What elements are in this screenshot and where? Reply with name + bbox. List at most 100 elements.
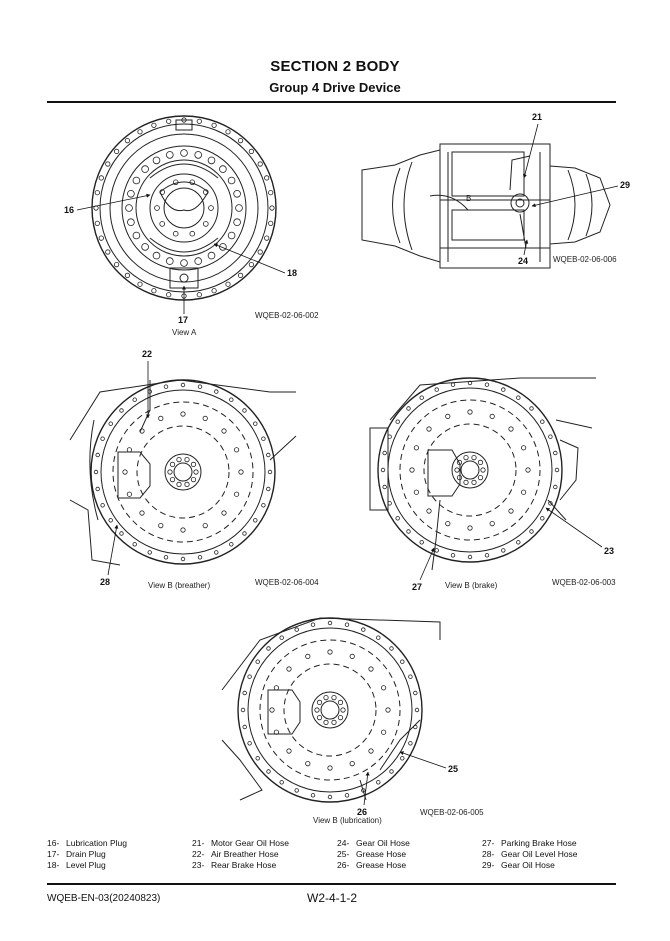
- view-b-breather-code: WQEB-02-06-004: [255, 578, 319, 587]
- bolt-hole: [114, 148, 120, 154]
- bolt-hole: [114, 261, 120, 268]
- bolt-hole: [208, 205, 214, 211]
- bolt-hole: [269, 707, 275, 713]
- bolt-hole: [124, 138, 131, 144]
- bolt-hole: [169, 476, 176, 483]
- bolt-hole: [242, 408, 247, 413]
- callout-21: 21: [532, 112, 542, 122]
- bolt-hole: [376, 635, 381, 640]
- bolt-hole: [132, 231, 141, 240]
- bolt-hole: [261, 436, 266, 441]
- bolt-hole: [197, 384, 203, 389]
- bolt-hole: [261, 503, 266, 508]
- view-a-code: WQEB-02-06-002: [255, 311, 319, 320]
- bolt-hole: [273, 685, 279, 691]
- legend-item: 23-Rear Brake Hose: [192, 860, 277, 870]
- bolt-hole: [426, 508, 432, 514]
- bolt-hole: [207, 156, 216, 165]
- bolt-hole: [368, 666, 374, 672]
- bolt-hole: [323, 719, 329, 726]
- bolt-hole: [242, 690, 247, 696]
- bolt-hole: [194, 151, 203, 159]
- bolt-hole: [268, 220, 274, 226]
- bolt-hole: [132, 176, 141, 185]
- view-b-lub-caption: View B (lubrication): [313, 816, 382, 825]
- bolt-hole: [489, 520, 495, 527]
- view-b-brake-caption: View B (brake): [445, 581, 498, 590]
- bolt-hole: [211, 288, 217, 294]
- bolt-hole: [408, 741, 413, 746]
- bolt-hole: [184, 481, 190, 487]
- bolt-hole: [266, 452, 271, 458]
- bolt-hole: [520, 445, 527, 451]
- footer-doc-id: WQEB-EN-03(20240823): [47, 893, 161, 904]
- bolt-hole: [508, 508, 514, 514]
- bolt-hole: [214, 389, 219, 394]
- view-b-breather-drawing: [69, 379, 297, 566]
- callout-22: 22: [142, 349, 152, 359]
- bolt-hole: [413, 445, 419, 451]
- legend-item: 24-Gear Oil Hose: [337, 838, 410, 848]
- bolt-hole: [122, 469, 128, 475]
- bolt-hole: [247, 741, 252, 746]
- callout-24: 24: [518, 256, 528, 266]
- bolt-hole: [400, 659, 405, 664]
- bolt-hole: [172, 230, 179, 237]
- legend-col-1: 16-Lubrication Plug 17-Drain Plug 18-Lev…: [47, 838, 127, 871]
- bolt-hole: [540, 419, 545, 424]
- bolt-hole: [108, 518, 113, 523]
- bolt-hole: [163, 384, 169, 389]
- bolt-hole: [125, 204, 133, 212]
- bolt-hole: [184, 456, 190, 463]
- bolt-hole: [380, 467, 386, 473]
- bolt-hole: [152, 156, 161, 165]
- legend-item: 21-Motor Gear Oil Hose: [192, 838, 289, 848]
- bolt-hole: [554, 467, 560, 473]
- bolt-hole: [233, 218, 241, 227]
- bolt-hole: [266, 486, 271, 492]
- bolt-hole: [255, 659, 260, 664]
- bolt-hole: [525, 467, 531, 473]
- bolt-hole: [221, 428, 227, 434]
- bolt-hole: [176, 481, 182, 487]
- bolt-hole: [314, 707, 320, 713]
- bolt-hole: [95, 452, 100, 458]
- bolt-hole: [484, 382, 490, 387]
- view-a-inner-bolts: [125, 149, 243, 267]
- bolt-hole: [137, 129, 143, 135]
- bolt-hole: [151, 288, 157, 294]
- bolt-hole: [467, 525, 473, 531]
- bolt-hole: [382, 450, 387, 456]
- bolt-hole: [327, 649, 333, 655]
- bolt-hole: [316, 714, 323, 721]
- bolt-hole: [234, 447, 240, 453]
- bolt-hole: [227, 231, 236, 240]
- bolt-hole: [105, 161, 111, 167]
- bolt-hole: [361, 627, 366, 632]
- bolt-hole: [294, 627, 299, 632]
- bolt-hole: [225, 281, 231, 287]
- bolt-hole: [229, 397, 234, 402]
- bolt-hole: [202, 522, 208, 529]
- bolt-hole: [445, 413, 451, 419]
- bolt-hole: [163, 555, 169, 560]
- bolt-hole: [344, 793, 350, 798]
- bolt-hole: [406, 529, 411, 534]
- bolt-hole: [180, 411, 186, 417]
- bolt-hole: [234, 491, 240, 497]
- callout-28: 28: [100, 577, 110, 587]
- bolt-hole: [141, 243, 149, 251]
- bolt-hole: [95, 486, 100, 492]
- bolt-hole: [141, 165, 149, 173]
- bolt-hole: [380, 729, 387, 735]
- bolt-hole: [100, 436, 105, 441]
- bolt-hole: [477, 459, 484, 465]
- bolt-hole: [167, 469, 173, 475]
- bolt-hole: [267, 469, 273, 475]
- bolt-hole: [529, 406, 534, 411]
- callout-27: 27: [412, 582, 422, 592]
- bolt-hole: [413, 690, 418, 696]
- footer-page-number: W2-4-1-2: [307, 891, 358, 905]
- bolt-hole: [227, 176, 236, 185]
